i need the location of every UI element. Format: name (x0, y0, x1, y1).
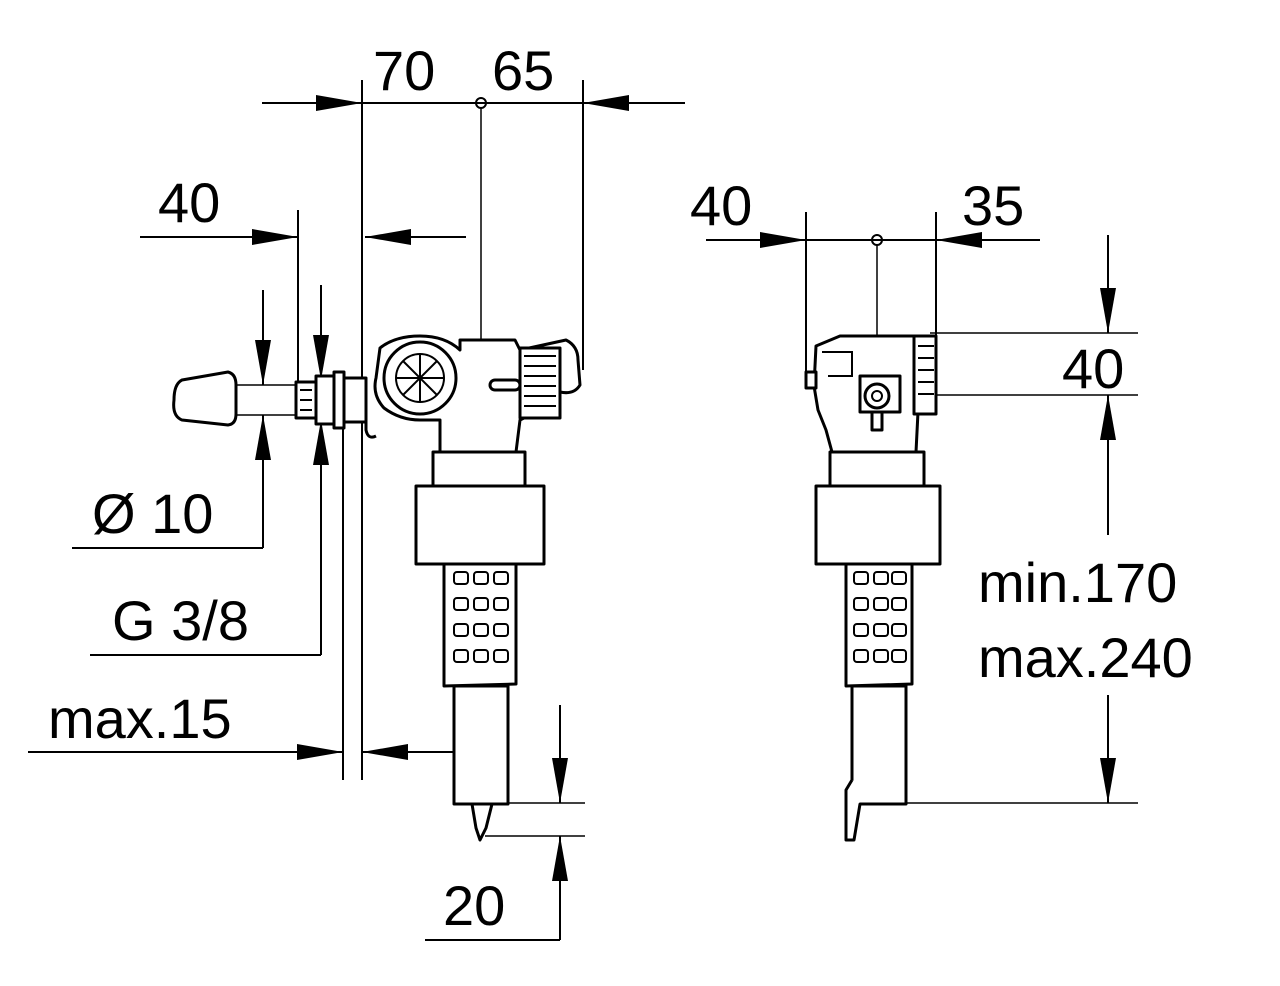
dim-min-170-label: min.170 (978, 551, 1177, 614)
body-sleeve (414, 450, 546, 566)
dim-40-left (140, 210, 466, 780)
dim-top-left-view (262, 80, 685, 780)
left-view: 70 65 40 Ø 10 (28, 39, 685, 941)
dim-40-left-label: 40 (158, 171, 220, 234)
right-view: 40 35 40 min.170 max.240 (690, 174, 1193, 842)
dim-20 (425, 705, 585, 941)
dim-thread-label: G 3/8 (112, 589, 249, 652)
dim-70-label: 70 (373, 39, 435, 102)
outlet-tube (452, 684, 510, 842)
dim-40-right-label: 40 (690, 174, 752, 237)
valve-head-side (804, 334, 938, 454)
dim-35-label: 35 (962, 174, 1024, 237)
outlet-tube-side (844, 684, 908, 842)
dim-diameter-label: Ø 10 (92, 482, 213, 545)
dim-40-head-label: 40 (1062, 337, 1124, 400)
inlet-cap (172, 370, 238, 427)
body-sleeve-side (814, 450, 942, 566)
dim-max-240-label: max.240 (978, 626, 1193, 689)
dim-max-15-label: max.15 (48, 687, 232, 750)
dim-20-label: 20 (443, 874, 505, 937)
dim-top-right-view (706, 212, 1040, 420)
dim-thread (90, 285, 329, 656)
valve-head (373, 334, 582, 454)
dim-max-15 (28, 744, 466, 760)
filter-mesh (442, 562, 518, 688)
dim-65-label: 65 (492, 39, 554, 102)
threaded-connector (294, 370, 377, 439)
filter-mesh-side (844, 562, 914, 688)
